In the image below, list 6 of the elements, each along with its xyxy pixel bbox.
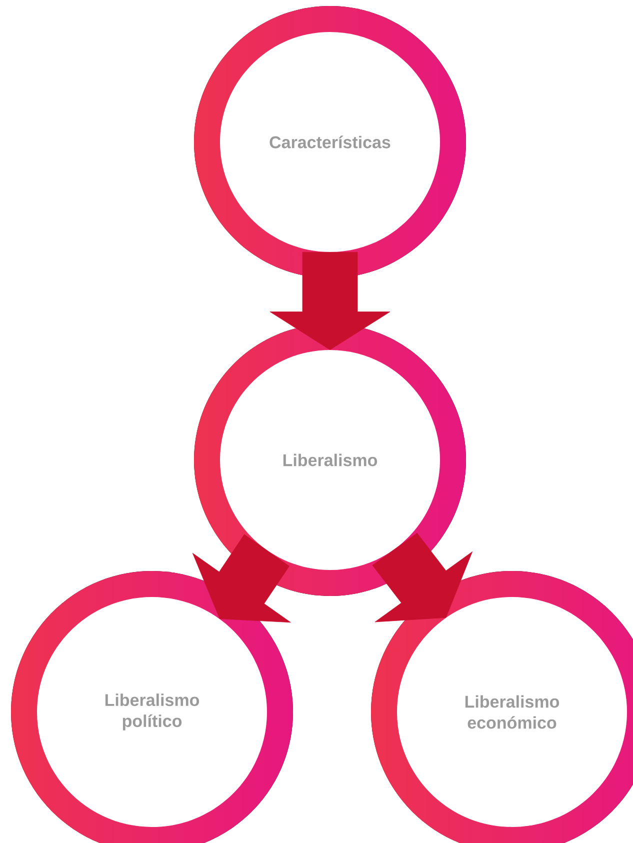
circle-node: Liberalismo económico <box>371 571 633 843</box>
block-arrow <box>270 252 390 350</box>
circle-node: Características <box>194 6 466 278</box>
block-arrow <box>372 532 473 622</box>
circle-node: Liberalismo político <box>11 571 293 843</box>
block-arrow <box>192 534 291 623</box>
